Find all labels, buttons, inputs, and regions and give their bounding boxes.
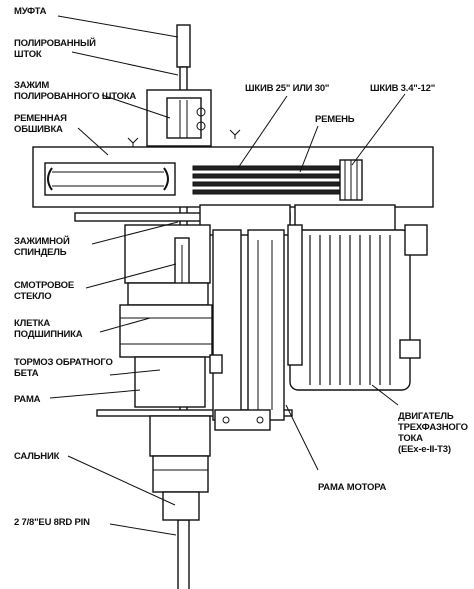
label-belt-guard: РЕМЕННАЯ ОБШИВКА <box>14 113 67 135</box>
label-sheave-motor: ШКИВ 3.4"-12" <box>370 83 436 94</box>
frame <box>96 229 293 431</box>
label-stuffing-box: САЛЬНИК <box>14 451 60 462</box>
drive-housing <box>119 224 213 408</box>
label-clamp-spindle: ЗАЖИМНОЙ СПИНДЕЛЬ <box>14 236 70 258</box>
label-pin: 2 7/8"EU 8RD PIN <box>14 517 90 528</box>
label-motor: ДВИГАТЕЛЬ ТРЕХФАЗНОГО ТОКА (EEx-e-II-T3) <box>398 411 468 455</box>
label-mufta: МУФТА <box>14 6 47 17</box>
label-polished-rod: ПОЛИРОВАННЫЙ ШТОК <box>14 38 96 60</box>
label-rod-clamp: ЗАЖИМ ПОЛИРОВАННОГО ШТОКА <box>14 80 137 102</box>
rod-clamp <box>146 89 212 147</box>
label-frame: РАМА <box>14 394 41 405</box>
label-sight-glass: СМОТРОВОЕ СТЕКЛО <box>14 280 74 302</box>
belts <box>192 159 363 201</box>
label-sheave-drive: ШКИВ 25" ИЛИ 30" <box>245 83 330 94</box>
motor <box>287 204 428 391</box>
label-bearing-cage: КЛЕТКА ПОДШИПНИКА <box>14 318 83 340</box>
label-backspin-brake: ТОРМОЗ ОБРАТНОГО БЕТА <box>14 357 113 379</box>
label-belt: РЕМЕНЬ <box>315 114 355 125</box>
stuffing-box <box>149 415 211 521</box>
label-motor-frame: РАМА МОТОРА <box>318 482 387 493</box>
leader-lines <box>49 15 406 536</box>
